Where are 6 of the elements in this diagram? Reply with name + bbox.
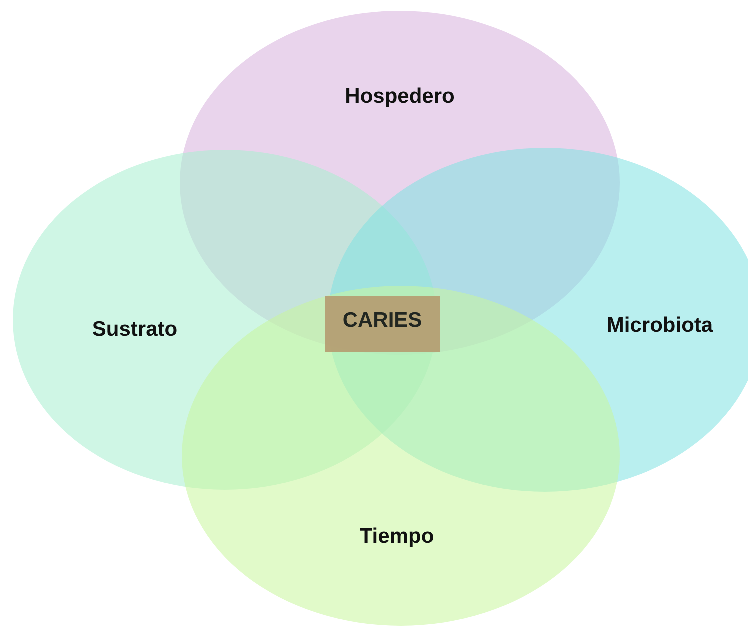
- set-label: Microbiota: [606, 314, 714, 338]
- set-label: Tiempo: [360, 525, 434, 549]
- intersection-area: [325, 296, 440, 352]
- intersection-label: CARIES: [342, 309, 422, 334]
- set-label: Hospedero: [345, 85, 455, 109]
- set-label: Sustrato: [92, 318, 178, 342]
